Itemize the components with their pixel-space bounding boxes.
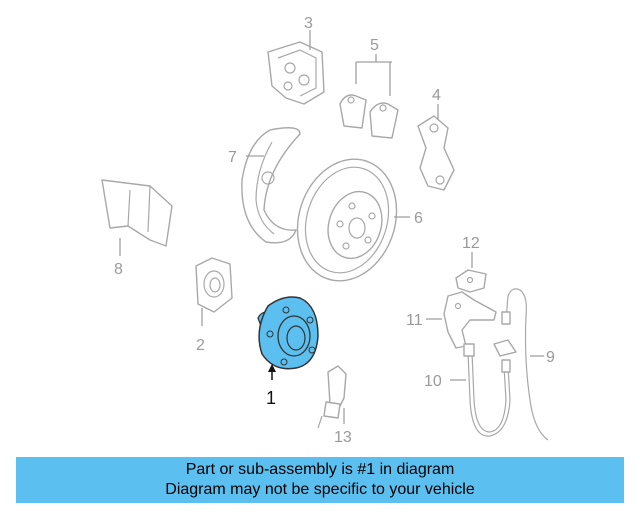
part-12-clip: 12 [455,235,487,293]
callout-12: 12 [462,235,480,252]
callout-5: 5 [370,37,379,54]
part-13-speed-sensor: 13 [317,365,352,446]
part-7-splash-shield: 7 [228,127,301,244]
part-1-wheel-hub: 1 [257,296,319,408]
part-11-hose-bracket: 11 [406,291,497,349]
part-3-caliper: 3 [267,15,325,105]
callout-7: 7 [228,149,237,166]
callout-3: 3 [304,15,313,32]
part-2-knuckle: 2 [195,257,233,354]
callout-13: 13 [334,429,352,446]
callout-9: 9 [546,349,555,366]
callout-10: 10 [424,373,442,390]
callout-8: 8 [114,261,123,278]
info-banner: Part or sub-assembly is #1 in diagram Di… [16,457,624,503]
part-9-brake-line: 9 [493,288,555,441]
part-8-shield-panel: 8 [101,179,173,278]
callout-4: 4 [432,87,441,104]
parts-diagram: 3 5 4 7 6 [101,15,555,446]
callout-2: 2 [196,337,205,354]
callout-11: 11 [406,312,423,329]
banner-line-1: Part or sub-assembly is #1 in diagram [185,461,455,478]
part-4-caliper-bracket: 4 [417,87,455,191]
part-5-brake-pads: 5 [339,37,399,139]
banner-line-2: Diagram may not be specific to your vehi… [165,481,475,498]
part-10-brake-hose: 10 [424,343,511,437]
callout-6: 6 [414,210,423,227]
callout-1: 1 [266,388,276,408]
part-6-brake-rotor: 6 [296,158,423,282]
